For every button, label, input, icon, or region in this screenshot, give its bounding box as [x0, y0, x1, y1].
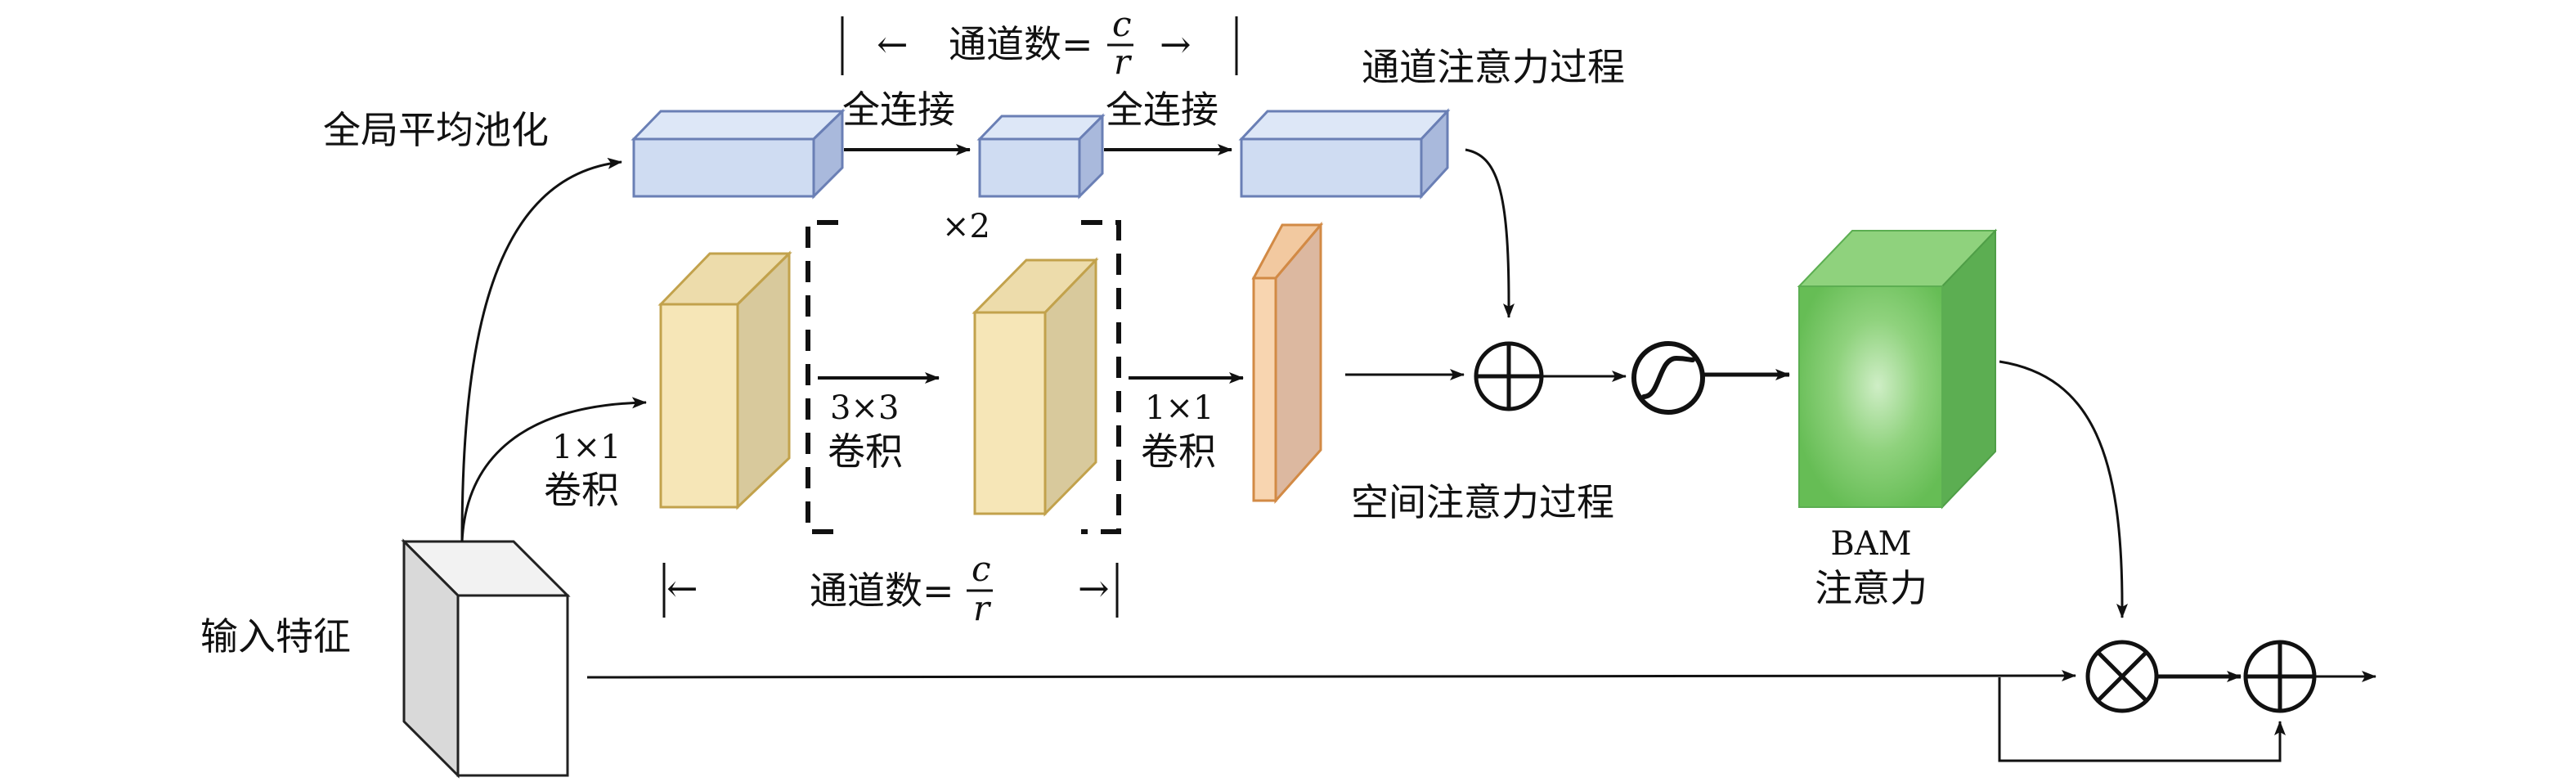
- conv1-text-label: 卷积: [544, 468, 619, 512]
- frac-num-bottom: c: [972, 549, 991, 589]
- channel-box-reduced: [976, 113, 1106, 200]
- conv-last-text-label: 卷积: [1141, 429, 1216, 474]
- conv-last-size-label: 1×1: [1145, 389, 1214, 427]
- residual-skip-arrow: [1998, 677, 2286, 762]
- multiply-circle-icon: [2085, 640, 2159, 713]
- conv1-box: [657, 250, 792, 510]
- bam-attention-block: [1797, 228, 1998, 510]
- frac-den-bottom: r: [973, 588, 992, 628]
- bottom-right-arrow: →: [1078, 566, 1110, 610]
- input-to-conv1-arrow: [460, 397, 647, 542]
- spatial-process-label: 空间注意力过程: [1351, 480, 1614, 524]
- input-to-pool-arrow: [460, 157, 622, 542]
- bam-name-label: BAM: [1830, 525, 1911, 563]
- input-to-multiply-arrow: [586, 670, 2076, 682]
- channel-count-bottom-label: 通道数=: [810, 569, 954, 613]
- conv3-size-label: 3×3: [830, 389, 899, 427]
- fc2-label: 全连接: [1106, 88, 1218, 132]
- channel-count-top-bracket: ← 通道数= c r →: [841, 4, 1238, 82]
- bottom-left-arrow: ←: [666, 566, 698, 610]
- channel-box-out: [1238, 108, 1451, 200]
- repeat-dashed-bracket: [806, 220, 1121, 534]
- channel-box-pool: [631, 108, 846, 200]
- fc1-label: 全连接: [842, 88, 955, 132]
- frac-den-top: r: [1114, 42, 1133, 82]
- top-left-arrow: ←: [877, 22, 909, 66]
- channel-to-sum-arrow: [1465, 148, 1515, 318]
- plus-circle-icon: [1474, 341, 1544, 411]
- channel-count-bottom-bracket: ← 通道数= c r →: [662, 549, 1119, 628]
- input-feature-label: 输入特征: [200, 614, 351, 658]
- conv-last-box: [1251, 221, 1324, 504]
- top-right-arrow: →: [1160, 22, 1192, 66]
- conv3-box: [972, 257, 1099, 517]
- bam-to-multiply-arrow: [1999, 360, 2128, 618]
- sigmoid-icon: [1631, 341, 1705, 415]
- input-feature-block: [401, 538, 571, 779]
- frac-num-top: c: [1112, 4, 1132, 44]
- conv1-size-label: 1×1: [552, 429, 621, 466]
- global-avg-pool-label: 全局平均池化: [323, 108, 549, 152]
- channel-count-top-label: 通道数=: [949, 22, 1093, 66]
- plus-circle-icon: [2243, 640, 2317, 713]
- conv3-text-label: 卷积: [828, 429, 903, 474]
- channel-process-label: 通道注意力过程: [1362, 45, 1625, 89]
- repeat-label: ×2: [942, 208, 990, 245]
- bam-text-label: 注意力: [1815, 566, 1928, 610]
